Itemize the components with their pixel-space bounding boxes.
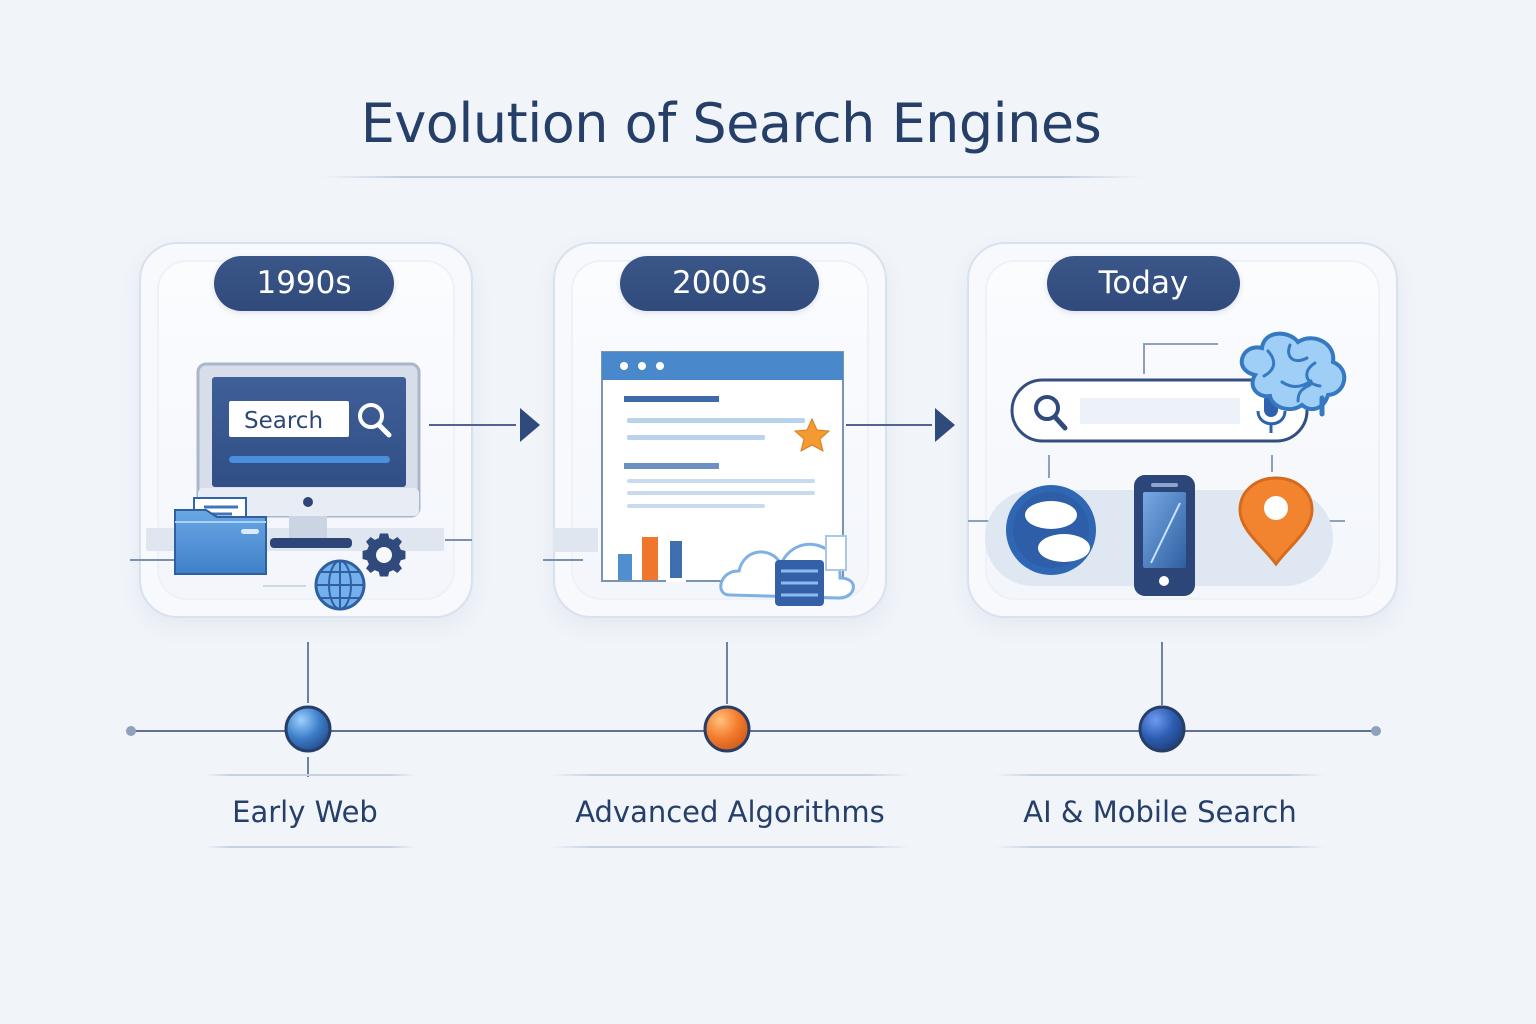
browser-dot (638, 362, 646, 370)
folder-icon (174, 509, 267, 575)
early-web-illustration: Search (130, 362, 472, 611)
era-pill-2000s: 2000s (620, 256, 819, 311)
smartphone-icon (1134, 475, 1195, 596)
timeline-marker-early-web (284, 705, 332, 753)
stage-label-advanced-algorithms: Advanced Algorithms (575, 795, 885, 829)
label-rule (550, 846, 910, 848)
monitor-stand-base (270, 538, 352, 548)
timeline (126, 642, 1381, 777)
cloud-database-icon (719, 535, 855, 606)
timeline-endpoint-left (126, 726, 136, 736)
result-line (627, 435, 765, 440)
search-results-bar (229, 456, 390, 463)
advanced-algorithms-illustration (543, 351, 855, 606)
label-rule (205, 846, 415, 848)
timeline-marker-advanced-algorithms (703, 705, 751, 753)
browser-dot (656, 362, 664, 370)
search-icon (1034, 395, 1060, 421)
search-box-text: Search (244, 408, 323, 434)
monitor-shadow (130, 539, 472, 561)
search-icon-handle (1052, 414, 1068, 431)
era-pill-today: Today (1047, 256, 1240, 311)
browser-base-shadow (553, 528, 598, 552)
stage-label-early-web: Early Web (232, 795, 378, 829)
search-icon (358, 403, 392, 438)
label-rule (550, 774, 910, 776)
globe-icon (314, 559, 366, 611)
timeline-marker-ai-mobile-search (1138, 705, 1186, 753)
stage-label-ai-mobile-search: AI & Mobile Search (1023, 795, 1297, 829)
ai-mobile-illustration (968, 331, 1347, 596)
ai-search-bar (1010, 378, 1309, 443)
arrow-head-icon (520, 408, 540, 442)
result-heading-bar (624, 463, 719, 469)
search-box (229, 401, 349, 437)
monitor-power-dot (303, 497, 313, 507)
page-title: Evolution of Search Engines (360, 92, 1102, 155)
browser-dot (620, 362, 628, 370)
monitor-stand (289, 516, 327, 542)
title-divider (320, 176, 1144, 178)
result-line (627, 418, 805, 423)
result-line (627, 491, 815, 495)
gear-icon (362, 533, 406, 577)
label-rule (995, 846, 1325, 848)
era-pill-1990s: 1990s (214, 256, 394, 311)
result-line (627, 479, 815, 483)
connector-arrows (429, 408, 955, 442)
result-heading-bar (624, 396, 719, 402)
location-pin-icon (1238, 476, 1314, 567)
label-rule (205, 774, 415, 776)
timeline-endpoint-right (1371, 726, 1381, 736)
result-line (627, 504, 765, 508)
brain-icon (1239, 331, 1347, 417)
label-rule (995, 774, 1325, 776)
arrow-head-icon (935, 408, 955, 442)
chat-bubble-icon (1006, 485, 1096, 575)
bar-chart-icon (618, 537, 686, 582)
star-icon (793, 417, 831, 452)
